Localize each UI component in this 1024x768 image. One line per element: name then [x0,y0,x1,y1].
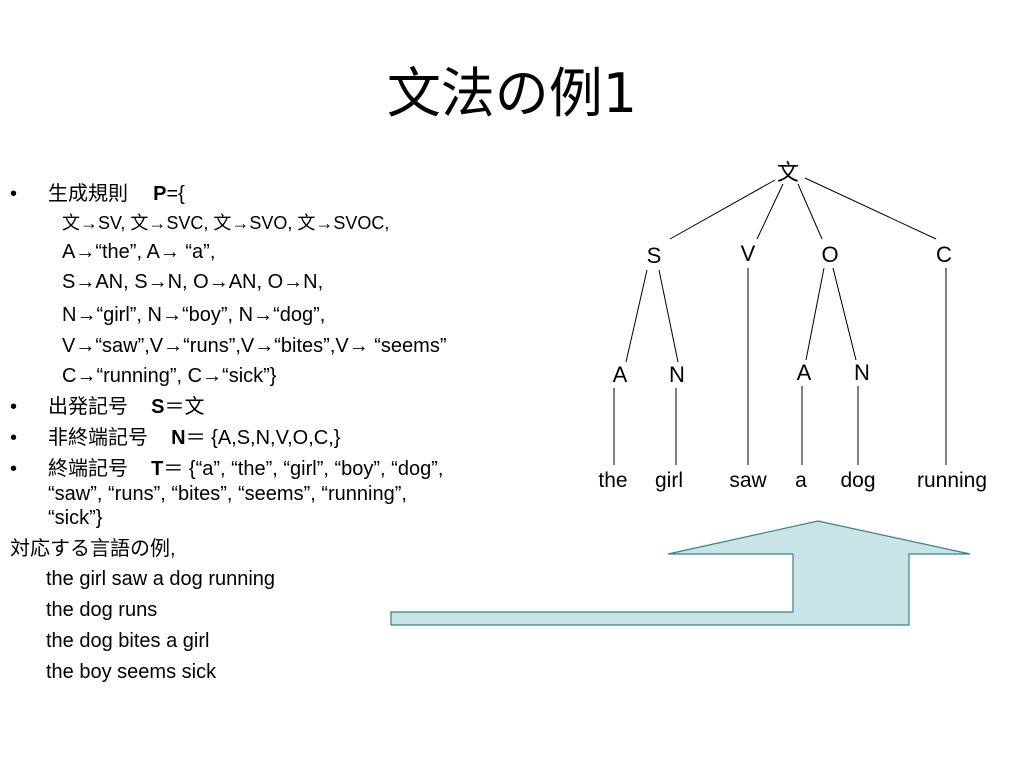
start-symbol-value: ＝文 [164,396,205,418]
nonterminal-line: 非終端記号 N＝ {A,S,N,V,O,C,} [48,426,340,450]
tree-node-s: S [647,243,662,268]
start-symbol-label: 出発記号 [48,396,128,418]
tree-edge [669,179,776,240]
start-symbol: S [151,396,165,418]
tree-node-v: V [741,241,756,266]
tree-edge [805,267,825,361]
tree-leaf: running [917,469,987,492]
tree-node-n: N [854,360,870,385]
tree-node-a: A [797,360,812,385]
terminal-value-continued: “saw”, “runs”, “bites”, “seems”, “runnin… [48,483,407,505]
tree-node-a: A [613,362,628,387]
production-line: C→“running”, C→“sick”} [62,365,277,387]
start-symbol-line: 出発記号 S＝文 [48,395,204,419]
tree-leaf: girl [655,469,683,492]
example-sentence: the dog bites a girl [46,630,210,652]
terminal-symbol: T [151,458,164,480]
terminal-line: 終端記号 T＝ {“a”, “the”, “girl”, “boy”, “dog… [48,457,443,481]
nonterminal-value: ＝ {A,S,N,V,O,C,} [185,427,341,449]
tree-edge [804,177,937,240]
tree-edges [613,177,947,465]
nonterminal-symbol: N [171,427,186,449]
tree-edge [797,183,823,240]
terminal-value-continued: “sick”} [48,507,103,529]
bullet-marker: • [10,183,18,205]
production-open-brace: ={ [166,183,185,205]
production-line: 文→SV, 文→SVC, 文→SVO, 文→SVOC, [62,213,390,233]
tree-root-node: 文 [777,160,799,185]
example-sentence: the dog runs [46,599,158,621]
tree-node-c: C [936,242,952,267]
tree-leaf: saw [729,469,767,492]
tree-edge [832,267,857,361]
nonterminal-label: 非終端記号 [48,427,148,449]
production-symbol: P [153,183,167,205]
terminal-value: ＝ {“a”, “the”, “girl”, “boy”, “dog”, [163,458,444,480]
bent-up-arrow-icon [390,520,971,626]
terminal-label: 終端記号 [48,458,128,480]
tree-node-n: N [669,362,685,387]
tree-leaf: the [598,469,627,492]
grammar-definition: • 生成規則 P={ 文→SV, 文→SVC, 文→SVO, 文→SVOC, A… [10,182,447,683]
production-line: N→“girl”, N→“boy”, N→“dog”, [62,304,326,326]
tree-edge [658,269,679,363]
tree-edge [625,269,648,363]
tree-edge [756,183,784,240]
production-rules-heading: 生成規則 P={ [48,182,185,206]
bullet-marker: • [10,458,18,480]
production-rules-label: 生成規則 [48,183,128,205]
language-heading: 対応する言語の例, [10,538,176,560]
tree-leaf: dog [840,469,875,492]
example-sentence: the girl saw a dog running [46,568,276,590]
slide-title: 文法の例1 [386,62,638,125]
example-sentence: the boy seems sick [46,661,217,683]
production-line: A→“the”, A→ “a”, [62,241,216,263]
tree-leaf: a [795,469,807,492]
tree-node-o: O [821,242,838,267]
production-line: S→AN, S→N, O→AN, O→N, [62,271,324,293]
bullet-marker: • [10,396,18,418]
bullet-marker: • [10,427,18,449]
production-line: V→“saw”,V→“runs”,V→“bites”,V→ “seems” [62,335,447,357]
